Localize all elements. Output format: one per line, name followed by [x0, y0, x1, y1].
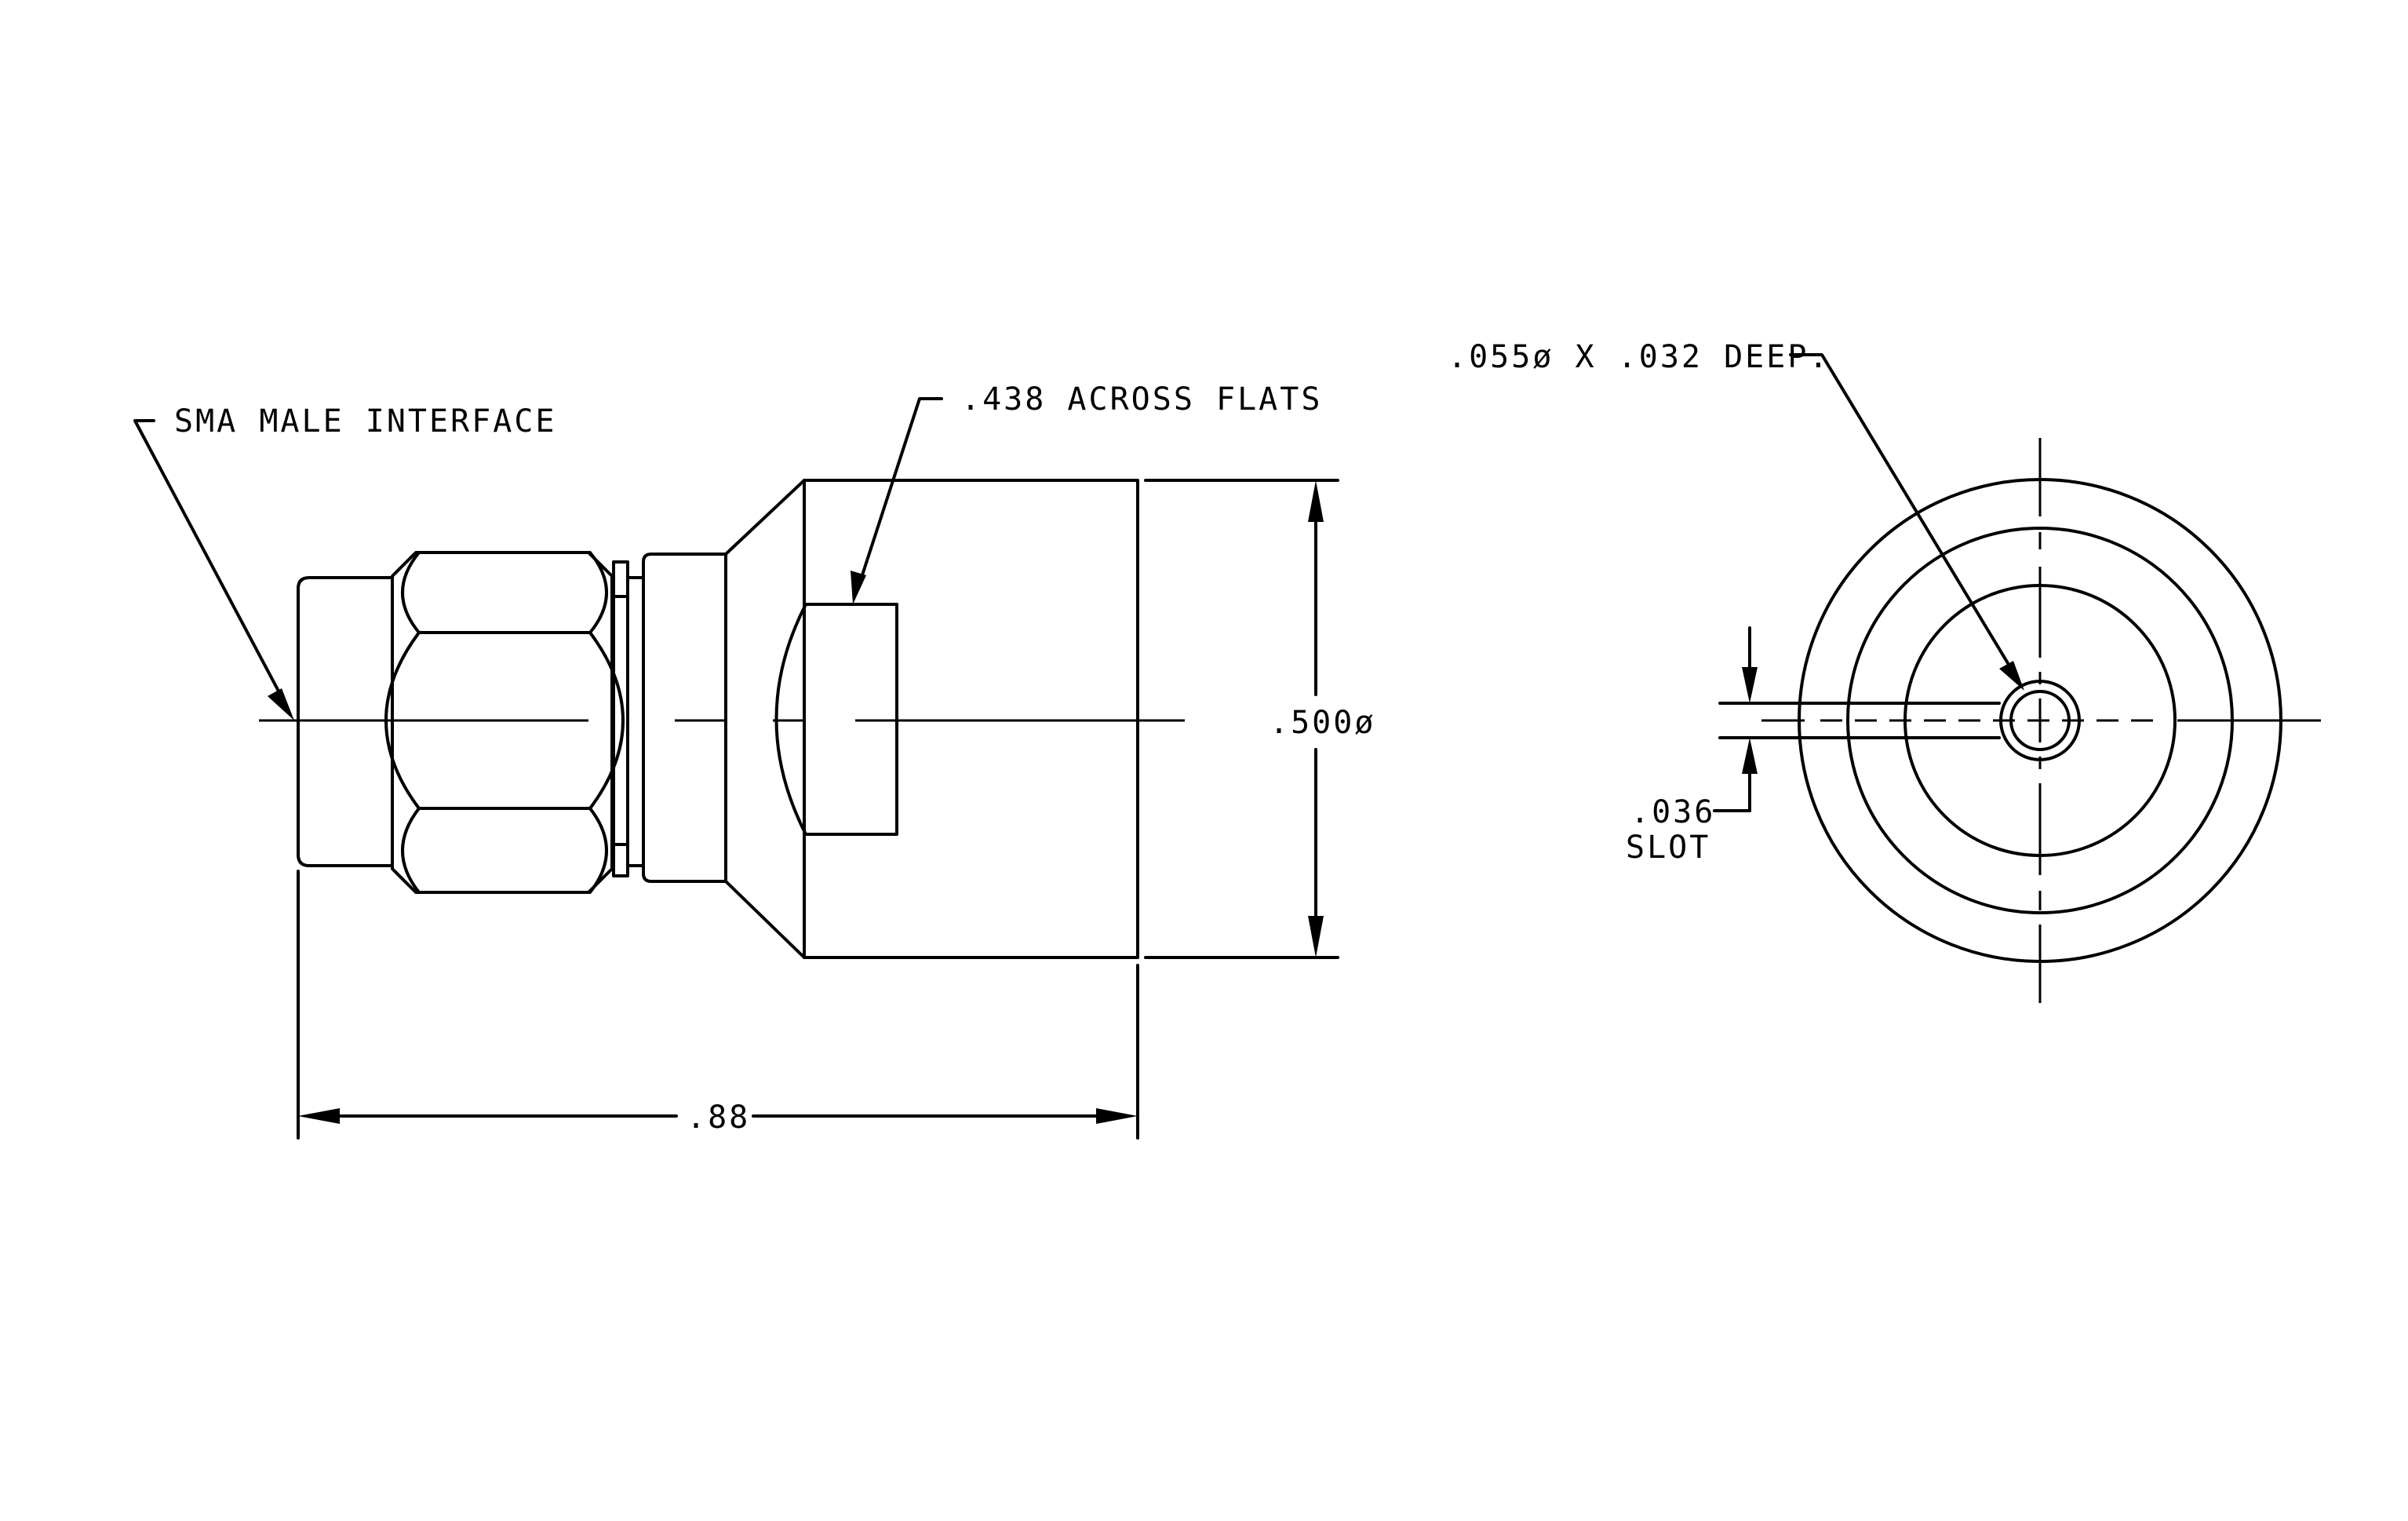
slot-word-label: SLOT: [1626, 830, 1710, 866]
hole-callout-label: .055ø X .032 DEEP.: [1448, 339, 1830, 375]
length-88-label: .88: [687, 1100, 750, 1136]
sma-leader: [133, 419, 294, 720]
hole-callout-leader: [1789, 353, 2024, 691]
collar: [642, 553, 727, 883]
across-flats-leader: [851, 397, 943, 604]
hex-nut: [384, 551, 625, 894]
slot-dimension: [1713, 626, 1758, 812]
body-cylinder: [803, 479, 1139, 959]
side-view: SMA MALE INTERFACE .438 ACROSS FLATS .50…: [133, 381, 1375, 1140]
sma-interface-label: SMA MALE INTERFACE: [174, 403, 556, 440]
diameter-500-label: .500ø: [1270, 705, 1375, 741]
across-flats-label: .438 ACROSS FLATS: [961, 381, 1322, 418]
slot-value-label: .036: [1630, 794, 1715, 830]
slot: [1718, 702, 2001, 739]
length-dimension: [297, 870, 1139, 1140]
end-view: .055ø X .032 DEEP. .036 SLOT: [1448, 339, 2321, 1003]
contact-hole-outer: [1999, 680, 2081, 761]
contact-hole-inner: [2009, 690, 2071, 751]
taper: [724, 479, 806, 959]
diameter-dimension: [1144, 479, 1339, 959]
neck: [610, 560, 645, 877]
